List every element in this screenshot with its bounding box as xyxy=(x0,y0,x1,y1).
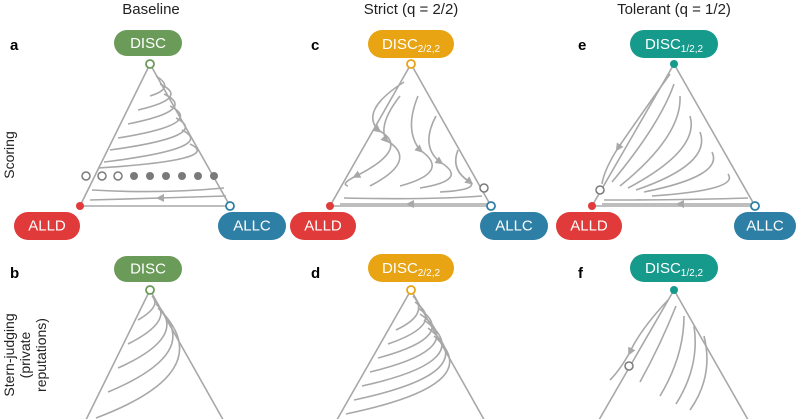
svg-text:ALLC: ALLC xyxy=(495,218,533,235)
disc-vertex-point xyxy=(670,60,678,68)
svg-text:ALLC: ALLC xyxy=(233,218,271,235)
svg-text:ALLD: ALLD xyxy=(570,218,608,235)
row-label-scoring: Scoring xyxy=(1,131,17,178)
column-title-tolerant: Tolerant (q = 1/2) xyxy=(617,1,731,18)
filled-fixed-point xyxy=(194,172,202,180)
column-title-strict: Strict (q = 2/2) xyxy=(364,1,459,18)
panel-a: DISC ALLD ALLC xyxy=(14,30,286,240)
allc-vertex-point xyxy=(486,201,496,211)
allc-vertex-point xyxy=(750,201,760,211)
disc-vertex-point xyxy=(406,59,416,69)
disc-pill: DISC2/2,2 xyxy=(368,30,454,58)
panel-letter-b: b xyxy=(10,265,19,282)
panel-letter-d: d xyxy=(311,265,320,282)
disc-vertex-point xyxy=(670,286,678,294)
svg-text:DISC1/2,2: DISC1/2,2 xyxy=(645,36,704,55)
panel-letter-a: a xyxy=(10,37,19,54)
flow-lines xyxy=(601,73,752,208)
alld-vertex-point xyxy=(326,202,334,210)
simplex-triangle xyxy=(85,288,224,419)
panel-b: DISC xyxy=(85,256,224,419)
svg-text:ALLD: ALLD xyxy=(304,218,342,235)
svg-text:DISC1/2,2: DISC1/2,2 xyxy=(645,260,704,279)
panel-e: DISC1/2,2 ALLD ALLC xyxy=(556,30,796,240)
disc-pill: DISC1/2,2 xyxy=(630,30,718,58)
svg-text:reputations): reputations) xyxy=(33,318,49,392)
flow-lines xyxy=(95,295,181,419)
panel-c: DISC2/2,2 ALLD ALLC xyxy=(290,30,548,240)
disc-vertex-point xyxy=(406,285,416,295)
disc-pill: DISC1/2,2 xyxy=(630,254,718,282)
fixed-points-edge xyxy=(81,171,218,181)
svg-text:DISC2/2,2: DISC2/2,2 xyxy=(382,260,441,279)
disc-vertex-point xyxy=(145,59,155,69)
svg-text:Stern-judging: Stern-judging xyxy=(1,313,17,396)
panel-letter-f: f xyxy=(578,265,584,282)
filled-fixed-point xyxy=(146,172,154,180)
simplex-triangle xyxy=(328,62,493,207)
open-fixed-point xyxy=(479,183,489,193)
filled-fixed-point xyxy=(130,172,138,180)
panel-letter-c: c xyxy=(311,37,319,54)
svg-text:(private: (private xyxy=(17,331,33,378)
flow-lines xyxy=(609,299,708,411)
filled-fixed-point xyxy=(178,172,186,180)
column-title-baseline: Baseline xyxy=(122,1,180,18)
disc-vertex-point xyxy=(145,285,155,295)
svg-text:ALLD: ALLD xyxy=(28,218,66,235)
filled-fixed-point xyxy=(210,172,218,180)
disc-pill: DISC xyxy=(114,256,182,282)
svg-text:DISC: DISC xyxy=(130,35,166,52)
svg-text:DISC2/2,2: DISC2/2,2 xyxy=(382,36,441,55)
alld-pill: ALLD xyxy=(556,212,622,240)
panel-letter-e: e xyxy=(578,37,586,54)
filled-fixed-point xyxy=(162,172,170,180)
svg-text:ALLC: ALLC xyxy=(746,218,784,235)
alld-pill: ALLD xyxy=(14,212,80,240)
simplex-triangle xyxy=(590,62,757,207)
open-fixed-point xyxy=(595,185,605,195)
open-fixed-point xyxy=(81,171,91,181)
flow-lines xyxy=(340,81,488,208)
alld-vertex-point xyxy=(76,202,84,210)
row-label-stern-judging: Stern-judging (private reputations) xyxy=(1,313,49,396)
simplex-triangle xyxy=(598,288,749,419)
disc-pill: DISC xyxy=(114,30,182,56)
panel-d: DISC2/2,2 xyxy=(336,254,485,419)
svg-text:DISC: DISC xyxy=(130,261,166,278)
simplex-triangle xyxy=(78,62,232,207)
allc-vertex-point xyxy=(225,201,235,211)
flow-lines xyxy=(89,75,227,202)
open-fixed-point xyxy=(624,361,634,371)
allc-pill: ALLC xyxy=(218,212,286,240)
alld-vertex-point xyxy=(588,202,596,210)
simplex-triangle xyxy=(336,288,485,419)
alld-pill: ALLD xyxy=(290,212,356,240)
flow-lines xyxy=(345,295,451,415)
allc-pill: ALLC xyxy=(734,212,796,240)
open-fixed-point xyxy=(97,171,107,181)
disc-pill: DISC2/2,2 xyxy=(368,254,454,282)
open-fixed-point xyxy=(113,171,123,181)
allc-pill: ALLC xyxy=(480,212,548,240)
panel-f: DISC1/2,2 xyxy=(598,254,749,419)
